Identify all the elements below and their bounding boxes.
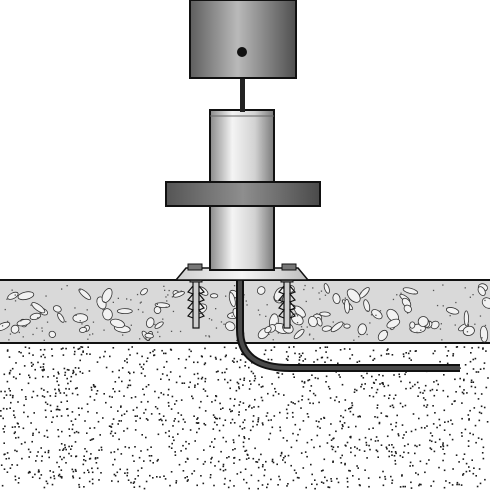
mounting-screw-icon <box>237 47 247 57</box>
power-cable <box>236 280 460 372</box>
concrete-slab <box>0 279 490 344</box>
connecting-rod <box>240 76 245 112</box>
flange-collar <box>165 181 321 207</box>
drive-cylinder <box>189 0 297 79</box>
